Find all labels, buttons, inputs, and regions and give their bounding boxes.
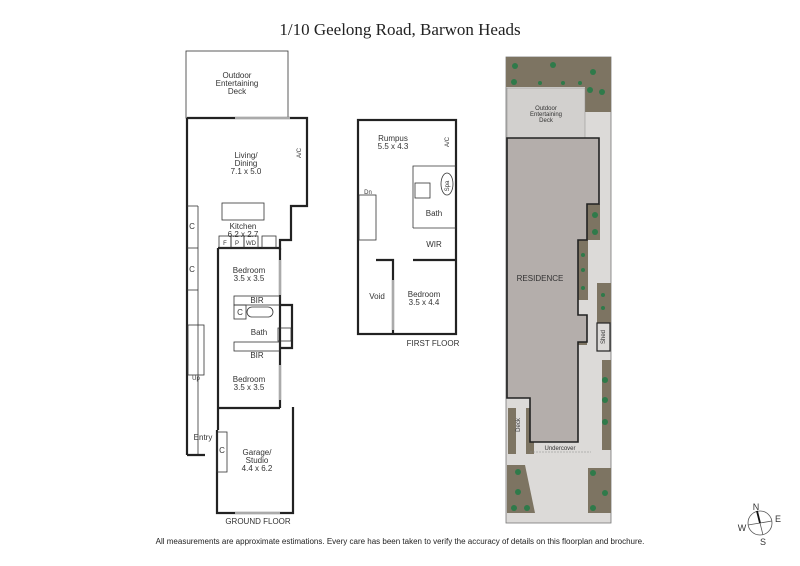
bath-label: Bath bbox=[251, 328, 267, 337]
residence-label: RESIDENCE bbox=[517, 274, 564, 283]
cupboard-label: C bbox=[219, 446, 225, 455]
spa-label: Spa bbox=[445, 180, 451, 191]
bath-label: Bath bbox=[426, 209, 442, 218]
bir-label: BIR bbox=[250, 351, 264, 360]
undercover-label: Undercover bbox=[544, 446, 575, 452]
disclaimer: All measurements are approximate estimat… bbox=[155, 537, 645, 546]
compass-icon: N E S W bbox=[738, 502, 781, 547]
wir-label: WIR bbox=[426, 240, 442, 249]
ground-stairs bbox=[187, 324, 205, 376]
void-label: Void bbox=[369, 292, 385, 301]
first-floor-outline bbox=[356, 118, 458, 336]
spa-bath bbox=[440, 172, 454, 196]
living-walls bbox=[187, 116, 309, 250]
first-floor-stairs bbox=[358, 194, 377, 241]
bathtub bbox=[246, 306, 274, 318]
cupboard-label: C bbox=[237, 308, 243, 317]
plant-icons bbox=[511, 62, 608, 511]
stairs-label: Up bbox=[192, 376, 200, 382]
compass-e: E bbox=[775, 514, 781, 524]
residence-footprint bbox=[506, 137, 600, 443]
pantry-label: P bbox=[235, 241, 239, 247]
stairs-label: Dn bbox=[364, 190, 372, 196]
ac-label: A/C bbox=[297, 147, 303, 158]
page-title: 1/10 Geelong Road, Barwon Heads bbox=[279, 20, 521, 39]
washer-label: WD bbox=[246, 241, 257, 247]
shed-label: Shed bbox=[601, 330, 607, 344]
bir-label: BIR bbox=[250, 296, 264, 305]
fridge-label: F bbox=[223, 241, 227, 247]
cupboard-label: C bbox=[189, 222, 195, 231]
compass-s: S bbox=[760, 537, 766, 547]
kitchen-island bbox=[221, 202, 265, 221]
shed bbox=[596, 322, 611, 352]
ac-label: A/C bbox=[445, 136, 451, 147]
compass-w: W bbox=[738, 523, 747, 533]
shower bbox=[277, 327, 292, 342]
ground-floor-label: GROUND FLOOR bbox=[225, 517, 291, 526]
cupboard-label: C bbox=[189, 265, 195, 274]
compass-n: N bbox=[753, 502, 760, 512]
deck-label: Outdoor bbox=[223, 71, 252, 80]
site-deck bbox=[506, 87, 586, 139]
side-deck-label: Deck bbox=[516, 417, 522, 432]
first-floor-label: FIRST FLOOR bbox=[407, 339, 460, 348]
entry-label: Entry bbox=[194, 433, 213, 442]
